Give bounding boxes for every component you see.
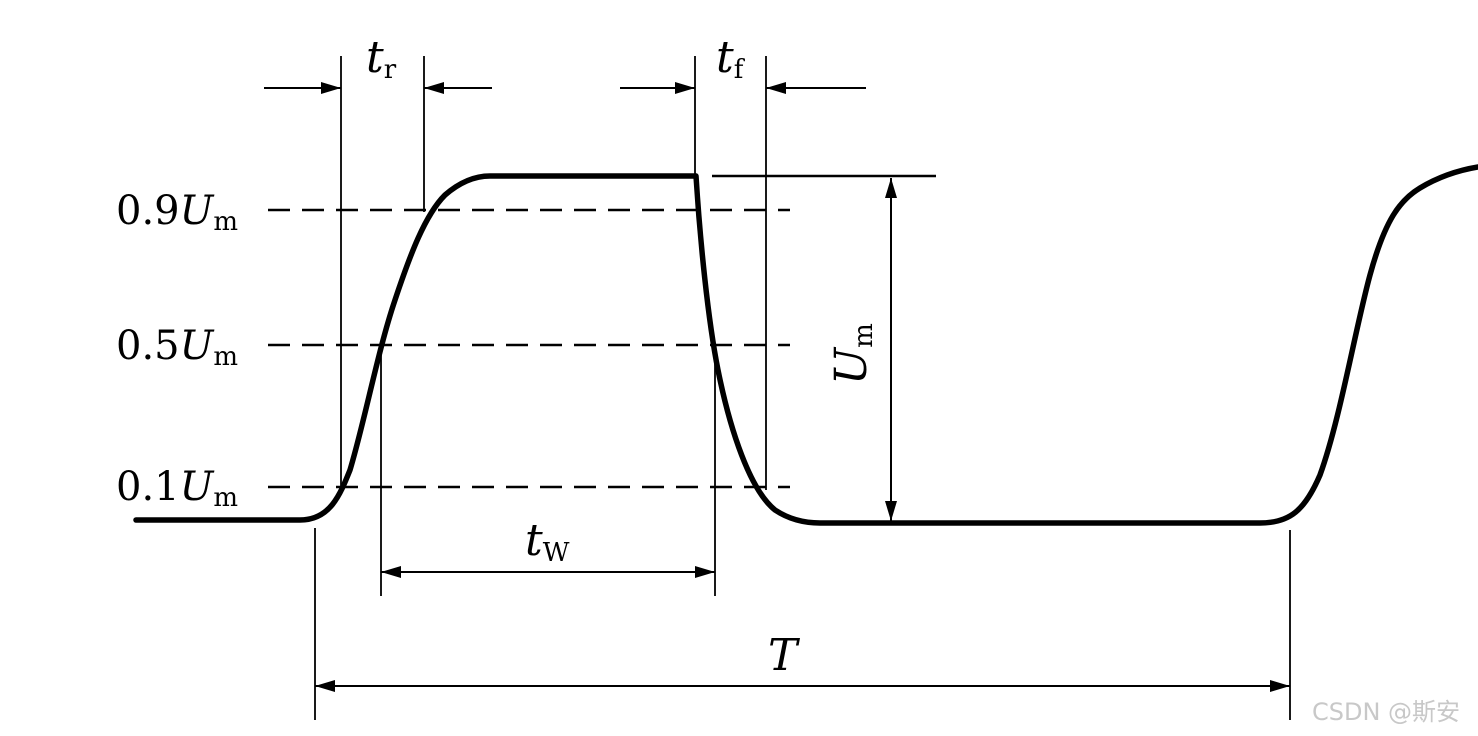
rise-time-label: tr [366, 32, 397, 85]
level-label-0.1: 0.1Um [116, 464, 238, 513]
level-label-0.5: 0.5Um [116, 323, 238, 372]
watermark: CSDN @斯安 [1312, 698, 1460, 726]
level-label-0.9: 0.9Um [116, 188, 238, 237]
pulse-waveform [133, 164, 1478, 526]
fall-time-label: tf [716, 32, 746, 85]
pulse-width-label: tW [525, 515, 570, 568]
amplitude-label: Um [826, 323, 879, 385]
period-label: T [768, 630, 801, 681]
